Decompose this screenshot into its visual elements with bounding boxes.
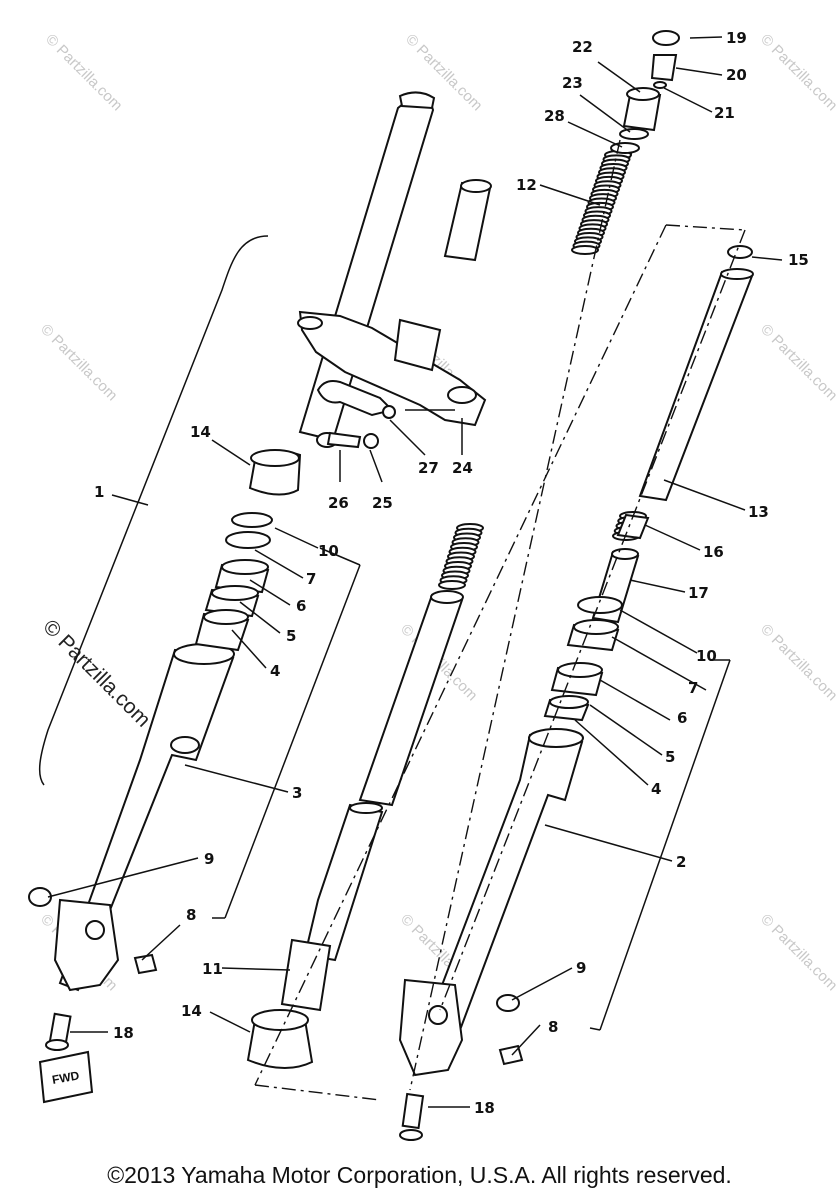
callout-10: 10: [696, 647, 717, 665]
callout-8: 8: [548, 1018, 558, 1036]
watermark: © Partzilla.com: [37, 321, 120, 404]
callout-27: 27: [418, 459, 439, 477]
callout-11: 11: [202, 960, 223, 978]
watermark: © Partzilla.com: [757, 321, 839, 404]
callout-25: 25: [372, 494, 393, 512]
callout-2: 2: [676, 853, 686, 871]
spring-coil: [571, 245, 599, 255]
callout-4: 4: [270, 662, 280, 680]
pinch-nut: [382, 405, 396, 419]
callout-18: 18: [474, 1099, 495, 1117]
watermark: © Partzilla.com: [757, 621, 839, 704]
right-seal-stack: [543, 596, 623, 722]
watermark: © Partzilla.com: [42, 31, 125, 114]
fork-spring-lower: [438, 511, 647, 590]
fork-spring-upper: [571, 149, 633, 255]
leader-lines: [47, 36, 783, 1108]
callout-5: 5: [665, 748, 675, 766]
spacer-tube: [358, 590, 464, 807]
right-inner-tube: [638, 245, 754, 502]
spring-coil: [438, 580, 466, 590]
centerline: [665, 224, 746, 231]
callout-6: 6: [677, 709, 687, 727]
centerline: [439, 229, 746, 1011]
callout-8: 8: [186, 906, 196, 924]
callout-13: 13: [748, 503, 769, 521]
callout-28: 28: [544, 107, 565, 125]
watermark-layer: © Partzilla.com © Partzilla.com © Partzi…: [37, 31, 839, 994]
callout-9: 9: [576, 959, 586, 977]
callout-22: 22: [572, 38, 593, 56]
callout-4: 4: [651, 780, 661, 798]
callout-10: 10: [318, 542, 339, 560]
callout-17: 17: [688, 584, 709, 602]
callout-23: 23: [562, 74, 583, 92]
callout-5: 5: [286, 627, 296, 645]
fwd-tag: FWD: [38, 1050, 94, 1104]
assembly-bracket: [38, 235, 269, 786]
callout-1: 1: [94, 483, 104, 501]
callout-labels: 1 2 3 4 4 5 5 6 6 7 7 8 8 9 9 10 10 11 1…: [94, 29, 809, 1117]
right-outer-tube: [398, 728, 584, 1077]
left-outer-tube: [53, 643, 235, 992]
fork-cap-assembly: [610, 30, 680, 154]
left-washer: [28, 887, 52, 907]
copyright-notice: ©2013 Yamaha Motor Corporation, U.S.A. A…: [107, 1162, 732, 1188]
fwd-label: FWD: [51, 1068, 81, 1087]
callout-7: 7: [688, 679, 698, 697]
centerline: [254, 224, 667, 1086]
callout-9: 9: [204, 850, 214, 868]
right-rebound-spring: [616, 513, 650, 540]
callout-24: 24: [452, 459, 473, 477]
callout-14: 14: [190, 423, 211, 441]
watermark-large: © Partzilla.com: [38, 615, 154, 731]
leader-line: [111, 494, 149, 506]
watermark: © Partzilla.com: [757, 31, 839, 114]
pinch-bolt: [316, 431, 362, 449]
callout-16: 16: [703, 543, 724, 561]
callout-15: 15: [788, 251, 809, 269]
pinch-washer: [363, 433, 379, 449]
callout-7: 7: [306, 570, 316, 588]
left-seal-stack: [194, 449, 302, 652]
callout-20: 20: [726, 66, 747, 84]
right-drain-bolt: [399, 1092, 425, 1141]
callout-26: 26: [328, 494, 349, 512]
callout-3: 3: [292, 784, 302, 802]
callout-12: 12: [516, 176, 537, 194]
callout-18: 18: [113, 1024, 134, 1042]
damper-rod: [280, 802, 384, 1012]
callout-14: 14: [181, 1002, 202, 1020]
callout-21: 21: [714, 104, 735, 122]
callout-6: 6: [296, 597, 306, 615]
centerline: [254, 1084, 381, 1101]
left-drain-bolt: [45, 1012, 72, 1051]
callout-19: 19: [726, 29, 747, 47]
centerline: [409, 139, 621, 1091]
lower-dust-seal: [246, 1009, 314, 1070]
watermark: © Partzilla.com: [757, 911, 839, 994]
upper-bracket: [297, 179, 492, 427]
